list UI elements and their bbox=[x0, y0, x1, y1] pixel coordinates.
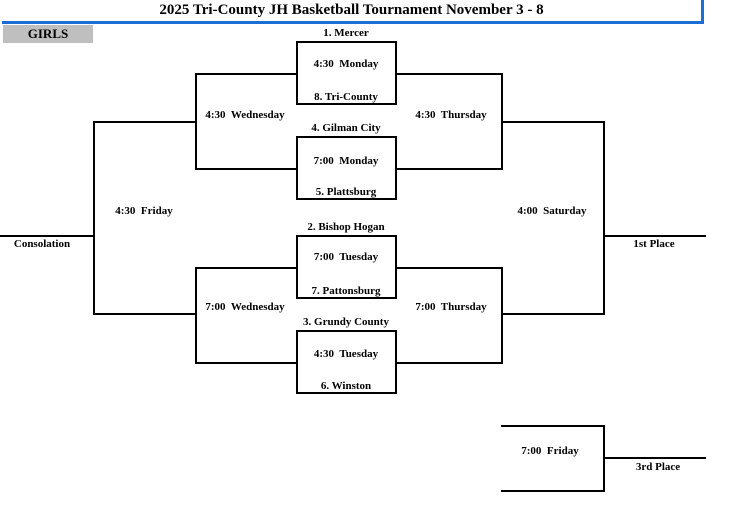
bracket-line bbox=[397, 267, 503, 269]
bracket-line bbox=[397, 73, 503, 75]
bracket-line bbox=[195, 267, 296, 269]
bracket-line bbox=[195, 168, 296, 170]
game4-time: 4:30 Tuesday bbox=[313, 348, 379, 360]
consolation-semifinal1-time: 4:30 Wednesday bbox=[205, 109, 285, 121]
game3-top-team: 2. Bishop Hogan bbox=[307, 221, 385, 233]
game2-bottom-team: 5. Plattsburg bbox=[315, 186, 377, 198]
game4-box bbox=[296, 330, 397, 394]
bracket-line bbox=[195, 362, 296, 364]
title-bar: 2025 Tri-County JH Basketball Tournament… bbox=[2, 0, 704, 24]
bracket-line bbox=[603, 121, 605, 315]
bracket-line bbox=[93, 121, 95, 315]
consolation-place-label: Consolation bbox=[13, 238, 71, 250]
bracket-line bbox=[397, 362, 503, 364]
bracket-line bbox=[93, 121, 195, 123]
game2-time: 7:00 Monday bbox=[313, 155, 379, 167]
game4-top-team: 3. Grundy County bbox=[303, 316, 389, 328]
game4-bottom-team: 6. Winston bbox=[320, 380, 372, 392]
bracket-line bbox=[501, 267, 503, 364]
bracket-line bbox=[195, 73, 197, 170]
game3-box bbox=[296, 235, 397, 299]
game1-bottom-team: 8. Tri-County bbox=[314, 91, 378, 103]
bracket-line bbox=[501, 121, 605, 123]
third-place-label: 3rd Place bbox=[635, 461, 681, 473]
consolation-finish-line bbox=[0, 235, 95, 237]
page-title: 2025 Tri-County JH Basketball Tournament… bbox=[159, 2, 544, 18]
championship-final-time: 4:00 Saturday bbox=[517, 205, 587, 217]
first-place-label: 1st Place bbox=[633, 238, 675, 250]
bracket-line bbox=[501, 313, 605, 315]
championship-semifinal1-time: 4:30 Thursday bbox=[415, 109, 487, 121]
bracket-line bbox=[195, 73, 296, 75]
game1-top-team: 1. Mercer bbox=[323, 27, 369, 39]
first-place-finish-line bbox=[603, 235, 706, 237]
game2-box bbox=[296, 136, 397, 200]
game3-time: 7:00 Tuesday bbox=[313, 251, 379, 263]
championship-semifinal2-time: 7:00 Thursday bbox=[415, 301, 487, 313]
consolation-semifinal2-time: 7:00 Wednesday bbox=[205, 301, 285, 313]
bracket-line bbox=[93, 313, 195, 315]
division-label: GIRLS bbox=[3, 25, 93, 43]
bracket-line bbox=[397, 168, 503, 170]
consolation-final-time: 4:30 Friday bbox=[115, 205, 173, 217]
game3-bottom-team: 7. Pattonsburg bbox=[311, 285, 381, 297]
game1-time: 4:30 Monday bbox=[313, 58, 379, 70]
third-place-finish-line bbox=[603, 457, 706, 459]
bracket-line bbox=[501, 490, 605, 492]
third-place-game-time: 7:00 Friday bbox=[521, 445, 579, 457]
bracket-line bbox=[195, 267, 197, 364]
bracket-line bbox=[501, 425, 605, 427]
game2-top-team: 4. Gilman City bbox=[311, 122, 381, 134]
game1-box bbox=[296, 41, 397, 105]
